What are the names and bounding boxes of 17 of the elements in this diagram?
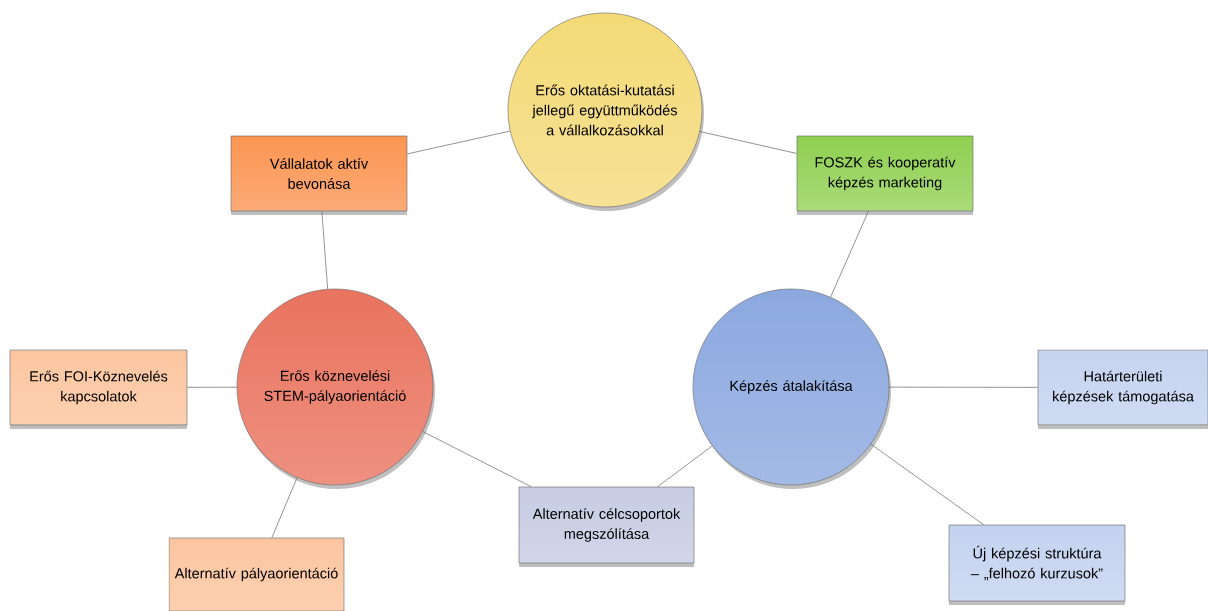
connector-line [271, 477, 298, 539]
topic-box: Vállalatok aktív bevonása [230, 135, 408, 215]
connector-line [699, 131, 798, 154]
topic-box: Alternatív pályaorientáció [168, 537, 345, 611]
connector-line [888, 386, 1039, 388]
topic-box: Új képzési struktúra – „felhozó kurzusok” [948, 524, 1126, 605]
connector-line [870, 443, 984, 526]
topic-box: Alternatív célcsoportok megszólítása [518, 486, 695, 567]
connector-line [657, 445, 713, 488]
topic-box: Erős FOI-Köznevelés kapcsolatok [9, 349, 188, 429]
connector-line [830, 210, 869, 298]
connector-line [186, 386, 238, 388]
connector-line [321, 210, 328, 290]
connector-line [406, 130, 511, 155]
connector-line [422, 431, 532, 488]
topic-box: FOSZK és kooperatív képzés marketing [796, 135, 974, 215]
topic-box: Határterületi képzések támogatása [1037, 349, 1208, 429]
